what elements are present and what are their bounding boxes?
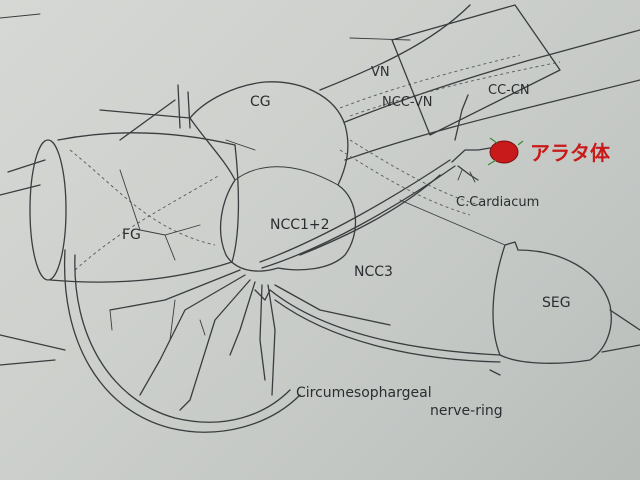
label-cc-cn: CC-CN [488, 83, 530, 98]
label-ncc12: NCC1+2 [270, 217, 330, 233]
label-c-cardiacum: C.Cardiacum [456, 195, 540, 210]
label-fg: FG [122, 227, 141, 243]
label-ncc-vn: NCC-VN [382, 95, 433, 110]
label-corpora-allata: アラタ体 [530, 141, 610, 165]
dorsal-vessel [344, 79, 640, 161]
label-cg: CG [250, 94, 271, 110]
foregut-shape [29, 132, 240, 283]
label-vn: VN [371, 65, 390, 80]
cerebral-ganglion-shape [189, 81, 357, 272]
corpora-cardiaca-shape [451, 94, 491, 183]
vn-nerve-tube [319, 4, 640, 123]
corpus-allatum-red [489, 140, 519, 164]
label-ncc3: NCC3 [354, 264, 393, 280]
ncc-nerves [259, 139, 506, 269]
ventral-nerves [109, 269, 391, 411]
circumesophageal-ring [0, 249, 501, 433]
label-circum-line1: Circumesophargeal [296, 385, 432, 401]
label-seg: SEG [542, 295, 571, 311]
seg-shape [492, 241, 640, 364]
cc-cn-box [391, 4, 561, 136]
label-circum-line2: nerve-ring [430, 403, 503, 419]
page-edge-mark [0, 13, 41, 19]
nerve-upper-left [99, 109, 191, 119]
